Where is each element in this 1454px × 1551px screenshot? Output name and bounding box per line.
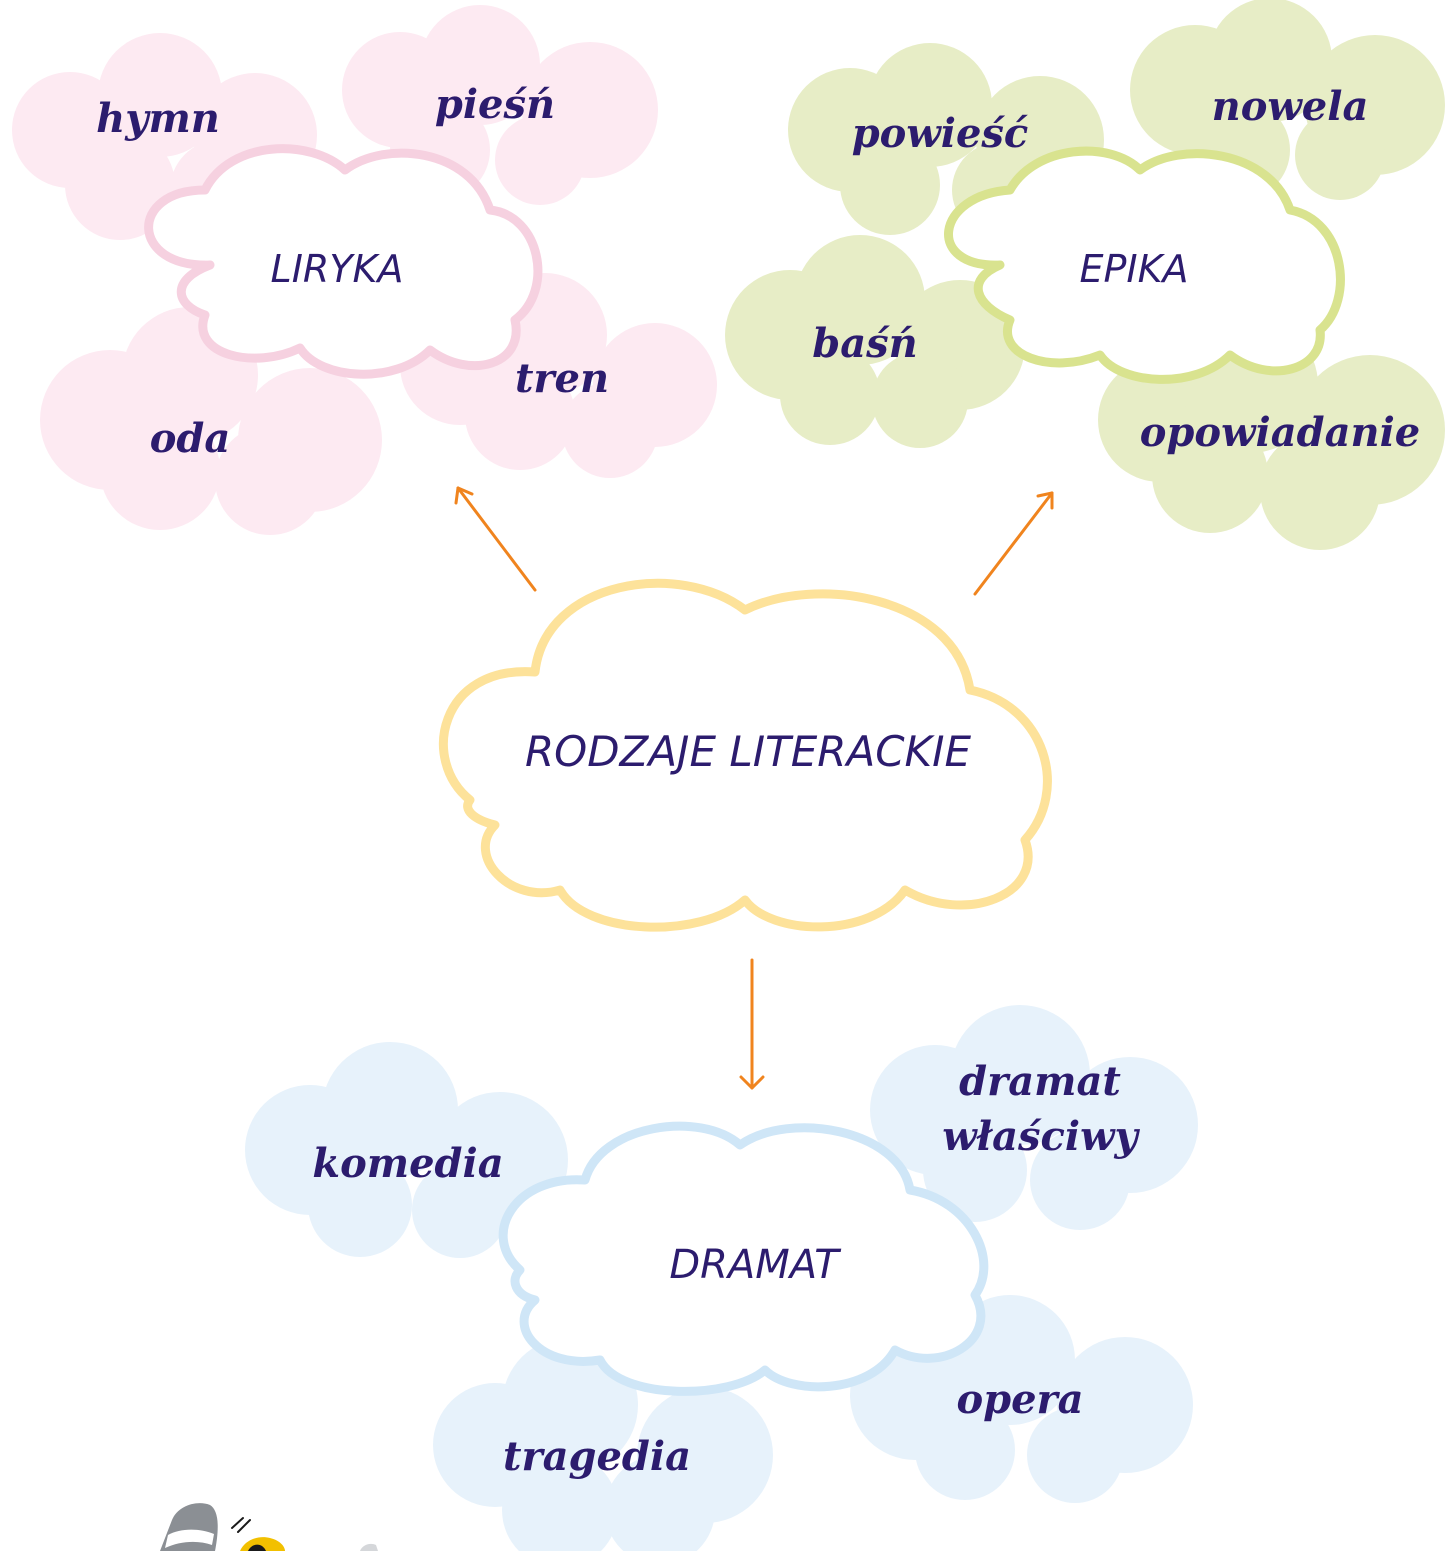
dramat-item-dramat: dramat xyxy=(959,1058,1121,1105)
mascot-figure xyxy=(160,1503,378,1551)
dramat-title: DRAMAT xyxy=(669,1242,842,1288)
arrow-to-liryka xyxy=(454,486,537,592)
liryka-item-piesn: pieśń xyxy=(435,81,555,128)
epika-item-nowela: nowela xyxy=(1212,83,1369,130)
epika-title: EPIKA xyxy=(1079,247,1188,291)
dramat-main-cloud xyxy=(498,1121,989,1396)
epika-main-cloud xyxy=(944,146,1345,384)
mascot-motion-lines xyxy=(231,1517,251,1533)
epika-item-powiesc: powieść xyxy=(852,110,1029,157)
arrow-to-dramat xyxy=(739,958,765,1090)
liryka-group: hymn pieśń tren oda LIRYKA xyxy=(12,5,717,535)
arrow-to-epika xyxy=(973,491,1054,596)
liryka-item-hymn: hymn xyxy=(96,95,220,142)
center-group: RODZAJE LITERACKIE xyxy=(438,578,1052,932)
liryka-main-cloud xyxy=(144,144,543,379)
epika-item-opowiadanie: opowiadanie xyxy=(1140,409,1421,456)
center-title: RODZAJE LITERACKIE xyxy=(525,727,972,776)
mascot-eye xyxy=(248,1544,266,1551)
arrows xyxy=(454,486,1054,1090)
epika-item-basn: baśń xyxy=(812,320,918,367)
cloud-piesn xyxy=(342,5,658,205)
center-main-cloud xyxy=(438,578,1052,932)
cloud-komedia xyxy=(245,1042,568,1258)
mascot-shadow xyxy=(360,1543,378,1551)
epika-group: powieść nowela baśń opowiadanie EPIKA xyxy=(725,0,1445,550)
dramat-item-opera: opera xyxy=(956,1376,1083,1423)
dramat-item-tragedia: tragedia xyxy=(503,1433,691,1480)
cloud-dramat-wlasciwy xyxy=(870,1005,1198,1230)
liryka-item-tren: tren xyxy=(515,355,609,402)
dramat-item-komedia: komedia xyxy=(312,1140,503,1187)
cloud-oda xyxy=(40,307,382,535)
dramat-item-wlasciwy: właściwy xyxy=(942,1113,1140,1160)
dramat-group: komedia dramat właściwy opera tragedia D… xyxy=(245,1005,1198,1551)
liryka-item-oda: oda xyxy=(150,415,231,462)
cloud-basn xyxy=(725,235,1025,448)
liryka-title: LIRYKA xyxy=(271,247,404,291)
mascot-stripe xyxy=(165,1529,214,1548)
